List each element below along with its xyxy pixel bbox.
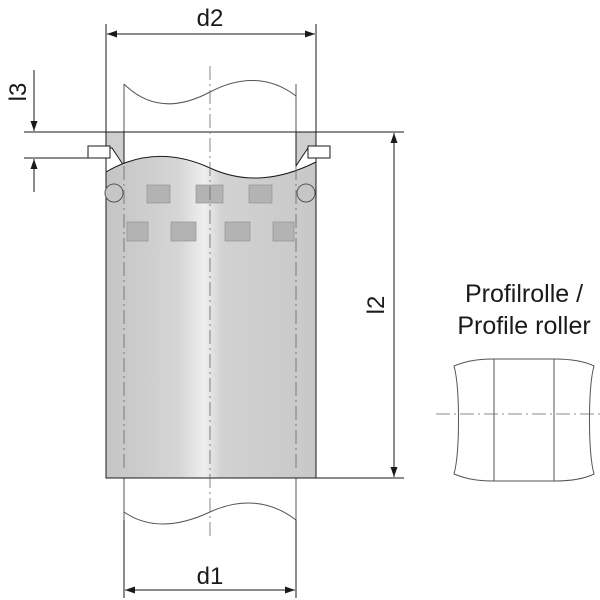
label-l3: l3 [5, 83, 32, 102]
snap-ring-tabs [87, 145, 331, 159]
sleeve-body [105, 155, 317, 479]
roller-pads [126, 184, 295, 242]
caption-line-1: Profilrolle / [465, 280, 583, 308]
label-d2: d2 [197, 5, 224, 32]
dimension-l3 [24, 70, 106, 192]
shaft-bottom [123, 478, 297, 525]
label-d1: d1 [197, 563, 224, 590]
dimension-d2 [105, 24, 317, 132]
roller-balls [104, 183, 316, 203]
profile-roller-detail [453, 358, 595, 482]
label-l2: l2 [363, 296, 390, 315]
dimension-l2 [316, 131, 404, 479]
center-lines [123, 66, 297, 540]
caption-line-2: Profile roller [457, 312, 590, 340]
dimension-d1 [123, 520, 297, 598]
